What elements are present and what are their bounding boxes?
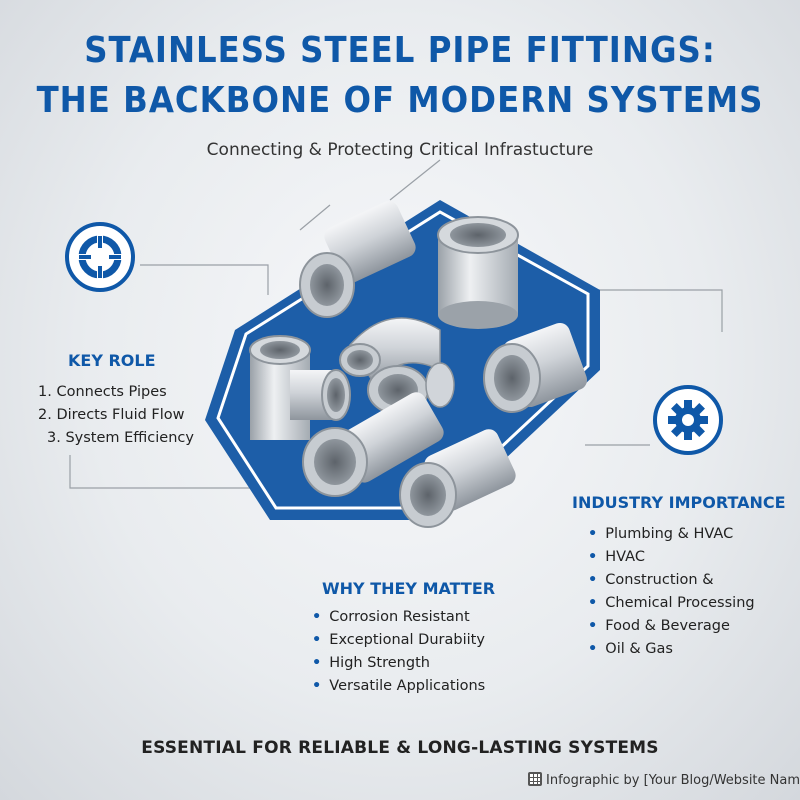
list-item: Construction &	[588, 569, 755, 592]
footer-tagline: ESSENTIAL FOR RELIABLE & LONG-LASTING SY…	[141, 738, 659, 758]
credit-line: Infographic by [Your Blog/Website Name	[528, 772, 800, 788]
list-item: Plumbing & HVAC	[588, 523, 755, 546]
socket-fitting	[483, 322, 588, 413]
reducer-fitting	[302, 392, 444, 497]
coupling-fitting	[399, 429, 516, 528]
list-item: 1. Connects Pipes	[38, 384, 167, 400]
key-role-list: 1. Connects Pipes 2. Directs Fluid Flow …	[38, 381, 194, 450]
title-line-1: STAINLESS STEEL PIPE FITTINGS:	[84, 30, 716, 71]
crosshair-icon	[65, 222, 135, 292]
list-item: 3. System Efficiency	[47, 430, 194, 446]
list-item: Food & Beverage	[588, 615, 755, 638]
industry-list: Plumbing & HVAC HVAC Construction & Chem…	[588, 523, 755, 661]
subtitle: Connecting & Protecting Critical Infrast…	[206, 140, 594, 160]
connector-line	[69, 455, 300, 489]
list-item: Chemical Processing	[588, 592, 754, 615]
list-item: HVAC	[588, 546, 755, 569]
grid-icon	[528, 772, 542, 786]
list-item: Oil & Gas	[588, 638, 755, 661]
list-item: 2. Directs Fluid Flow	[38, 407, 185, 423]
credit-text: Infographic by [Your Blog/Website Name	[546, 773, 800, 788]
gear-icon	[653, 385, 723, 455]
coupling-fitting	[299, 201, 416, 318]
tee-fitting	[249, 335, 351, 440]
list-item: Exceptional Durabiity	[312, 629, 485, 652]
sleeve-fitting	[437, 216, 519, 329]
connector-line	[565, 289, 723, 332]
title-line-2: THE BACKBONE OF MODERN SYSTEMS	[36, 80, 764, 121]
list-item: High Strength	[312, 652, 485, 675]
connector-line	[299, 204, 331, 231]
connector-line	[140, 264, 269, 295]
industry-heading: INDUSTRY IMPORTANCE	[572, 493, 786, 512]
list-item: Versatile Applications	[312, 675, 485, 698]
key-role-heading: KEY ROLE	[68, 351, 156, 370]
why-heading: WHY THEY MATTER	[322, 579, 496, 598]
why-list: Corrosion Resistant Exceptional Durabiit…	[312, 606, 485, 698]
connector-line	[389, 159, 441, 201]
list-item: Corrosion Resistant	[312, 606, 485, 629]
connector-lines	[69, 159, 723, 489]
